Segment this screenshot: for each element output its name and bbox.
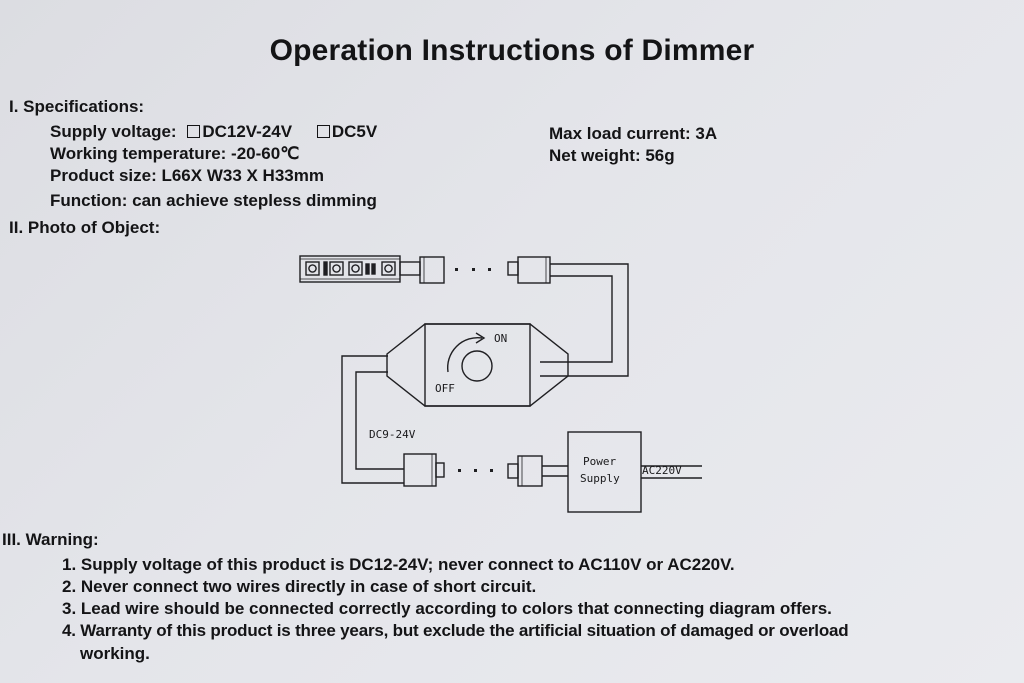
dots-bottom (458, 469, 493, 472)
power-supply-box (567, 431, 702, 513)
supply-voltage-option-dc12-24v: DC12V-24V (202, 122, 293, 141)
input-cable (341, 355, 404, 484)
label-power: Power (583, 455, 616, 468)
checkbox-dc5v (316, 125, 330, 138)
warning-item-1: 1. Supply voltage of this product is DC1… (62, 555, 735, 574)
input-connector (403, 453, 445, 487)
label-on: ON (494, 332, 507, 345)
label-supply: Supply (580, 472, 620, 485)
dimmer-body (386, 323, 569, 407)
checkbox-dc12-24v (187, 125, 201, 138)
dots-top (455, 268, 491, 271)
output-cable (540, 263, 629, 377)
warning-heading: III. Warning: (2, 530, 99, 549)
specifications-heading: I. Specifications: (9, 97, 145, 116)
product-size: Product size: L66X W33 X H33mm (50, 166, 324, 185)
supply-connector (507, 455, 568, 487)
warning-item-4-continuation: working. (80, 644, 150, 663)
label-off: OFF (435, 382, 455, 395)
function-description: Function: can achieve stepless dimming (50, 191, 377, 210)
warning-item-4: 4. Warranty of this product is three yea… (62, 621, 849, 640)
warning-item-2: 2. Never connect two wires directly in c… (62, 577, 537, 596)
led-strip (299, 255, 401, 283)
supply-voltage-line: Supply voltage: DC12V-24V DC5V (50, 122, 377, 142)
net-weight: Net weight: 56g (549, 146, 675, 165)
page-title: Operation Instructions of Dimmer (269, 34, 755, 67)
supply-voltage-label: Supply voltage: (50, 122, 177, 141)
supply-voltage-option-dc5v: DC5V (331, 122, 378, 141)
working-temperature: Working temperature: -20-60℃ (50, 144, 300, 163)
strip-connector (399, 256, 445, 284)
output-connector (507, 256, 551, 284)
warning-item-3: 3. Lead wire should be connected correct… (62, 599, 832, 618)
label-dc-voltage: DC9-24V (369, 428, 416, 441)
max-load-current: Max load current: 3A (549, 124, 718, 143)
photo-heading: II. Photo of Object: (9, 218, 161, 237)
label-ac-voltage: AC220V (642, 464, 682, 477)
